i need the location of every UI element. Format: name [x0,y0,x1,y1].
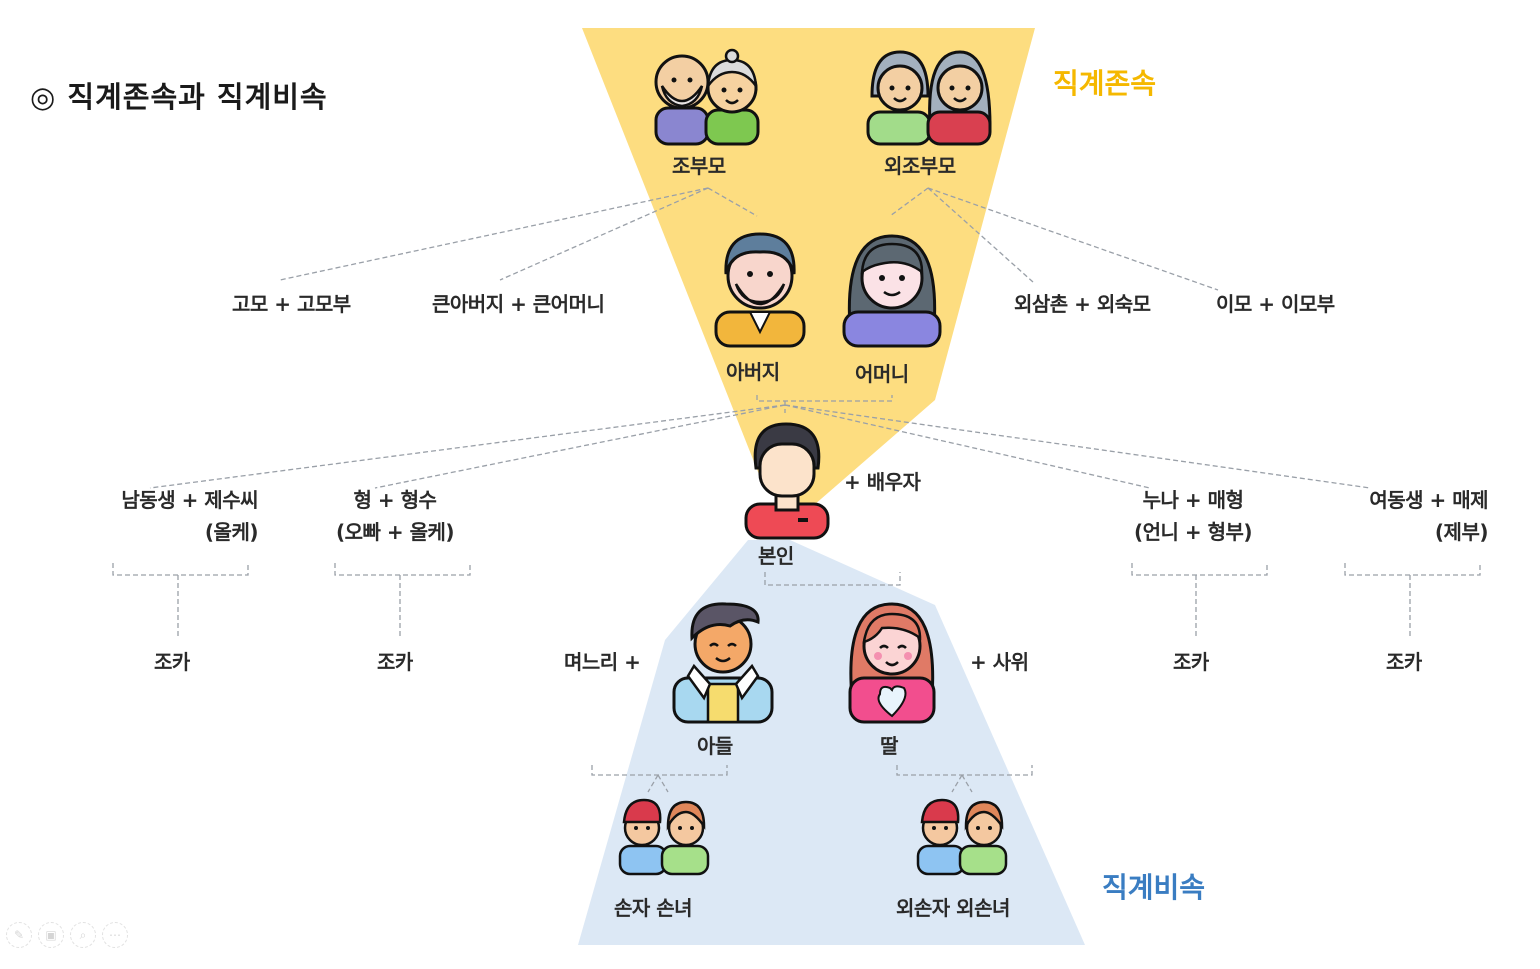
sibling-older-brother: 형 + 형수 (오빠 + 올케) [300,484,490,548]
son-in-law-label: + 사위 [970,650,1029,674]
nephew-label-1: 조카 [154,650,190,674]
daughter-icon [848,602,936,724]
mother-label: 어머니 [855,362,909,386]
uncle-paternal-label: 큰아버지 + 큰어머니 [432,292,605,316]
father-icon [714,232,806,348]
descendants-region [578,540,1085,945]
maternal-grandchildren-label: 외손자 외손녀 [896,896,1010,920]
sibling-younger-brother: 남동생 + 제수씨 (올케) [80,484,258,548]
grandchildren-label: 손자 손녀 [614,896,693,920]
self-icon [744,422,830,540]
father-label: 아버지 [726,360,780,384]
sibling-line1: 형 + 형수 [353,488,437,512]
maternal-grandchildren-icon [916,798,1008,876]
sibling-older-sister: 누나 + 매형 (언니 + 형부) [1098,484,1288,548]
gallery-icon[interactable]: ▣ [38,922,64,948]
zoom-icon[interactable]: ⌕ [70,922,96,948]
daughter-in-law-label: 며느리 + [564,650,641,674]
nephew-label-3: 조카 [1173,650,1209,674]
daughter-label: 딸 [880,734,898,758]
mother-icon [842,234,942,348]
maternal-grandparents-icon [866,50,992,146]
sibling-line1: 남동생 + 제수씨 [121,488,258,512]
sibling-younger-sister: 여동생 + 매제 (제부) [1310,484,1488,548]
maternal-grandparents-label: 외조부모 [884,154,956,178]
sibling-line1: 여동생 + 매제 [1369,488,1488,512]
ascendants-label: 직계존속 [1053,67,1157,100]
image-toolbar: ✎ ▣ ⌕ ⋯ [6,922,128,948]
connector-lines [112,187,1481,793]
spouse-label: + 배우자 [844,470,921,494]
pen-icon[interactable]: ✎ [6,922,32,948]
sibling-line2: (언니 + 형부) [1133,520,1253,544]
more-icon[interactable]: ⋯ [102,922,128,948]
self-label: 본인 [758,544,794,568]
sibling-line2: (제부) [1434,520,1489,544]
descendants-label: 직계비속 [1102,871,1206,904]
sibling-line2: (올케) [204,520,259,544]
uncle-maternal-label: 외삼촌 + 외숙모 [1014,292,1151,316]
aunt-maternal-label: 이모 + 이모부 [1216,292,1335,316]
paternal-grandparents-label: 조부모 [672,154,726,178]
nephew-label-4: 조카 [1386,650,1422,674]
grandparents-icon [654,48,760,146]
aunt-paternal-label: 고모 + 고모부 [232,292,351,316]
son-icon [672,602,774,724]
son-label: 아들 [697,734,733,758]
ascendants-region [582,28,1035,512]
sibling-line1: 누나 + 매형 [1142,488,1244,512]
nephew-label-2: 조카 [377,650,413,674]
sibling-line2: (오빠 + 올케) [335,520,455,544]
grandchildren-icon [618,798,710,876]
page-title: ◎ 직계존속과 직계비속 [30,80,328,114]
